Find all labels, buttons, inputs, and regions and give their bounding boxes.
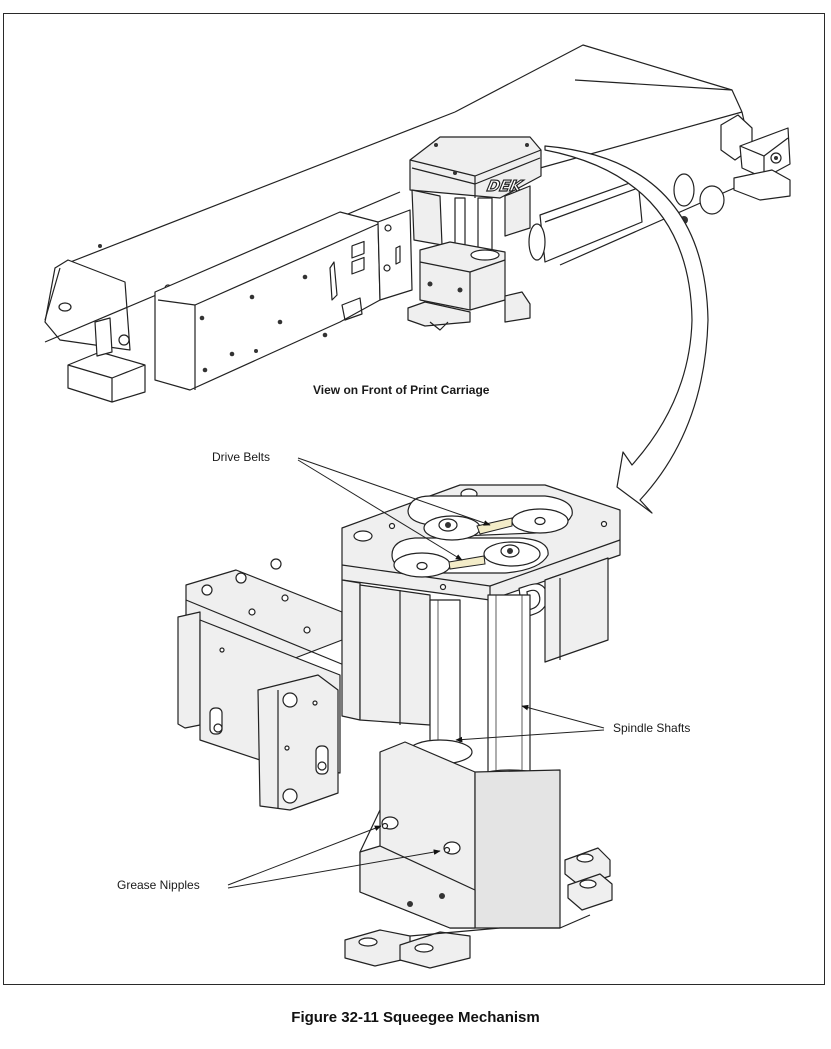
carriage-side-panel (155, 212, 380, 390)
squeegee-side-bracket (178, 559, 344, 810)
carriage-drive-motor (529, 115, 790, 262)
carriage-mount-plate (378, 210, 412, 300)
upper-spindle-left (455, 198, 465, 246)
callout-grease-nipples: Grease Nipples (117, 878, 200, 892)
spindle-shaft-left (430, 600, 460, 750)
upper-view-title: View on Front of Print Carriage (313, 383, 489, 397)
squeegee-lower-block (345, 742, 612, 968)
left-fitting (59, 303, 71, 311)
upper-squeegee-head: DEK (408, 137, 541, 330)
callout-drive-belts: Drive Belts (212, 450, 270, 464)
grease-nipple (382, 817, 398, 829)
callout-spindle-shafts: Spindle Shafts (613, 721, 690, 735)
figure-caption: Figure 32-11 Squeegee Mechanism (0, 1009, 831, 1026)
grease-nipple (444, 842, 460, 854)
